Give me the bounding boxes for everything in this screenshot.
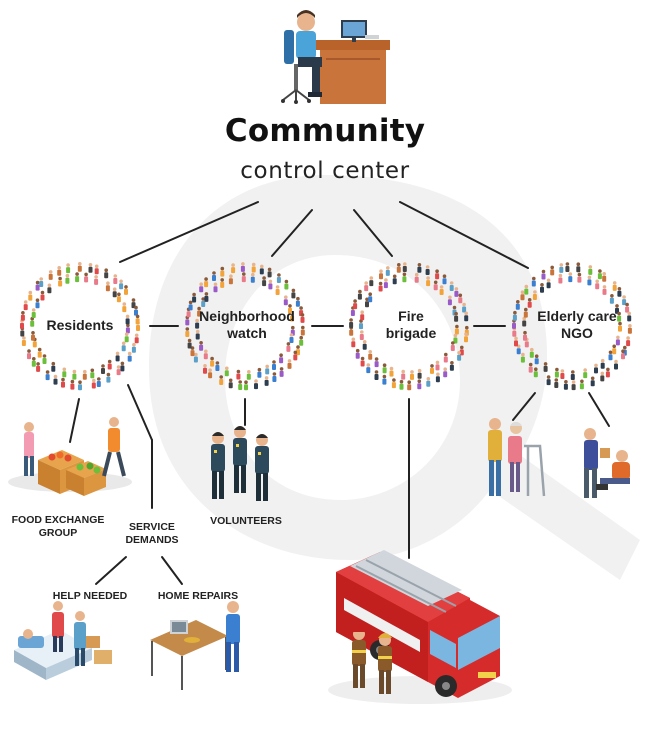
helper-icon [584, 428, 630, 498]
connector-service-help [95, 556, 127, 585]
diagram-subtitle: control center [240, 158, 410, 184]
node-elderly-care-ngo-label: Elderly care NGO [537, 308, 617, 341]
operator-at-desk-icon [281, 10, 390, 104]
node-residents-label: Residents [46, 317, 114, 333]
connector-center-elderly [399, 201, 529, 269]
connector-center-watch [271, 209, 313, 257]
caption-volunteers: VOLUNTEERS [210, 515, 282, 527]
caption-home-repairs: HOME REPAIRS [157, 590, 239, 602]
crowd-rings [20, 262, 632, 391]
firefighter-icon [352, 627, 366, 688]
volunteers-group-icon [211, 426, 269, 501]
fire-truck-icon [328, 550, 512, 704]
crowd-ring-icon [20, 262, 140, 391]
caption-help-needed: HELP NEEDED [52, 590, 128, 602]
firefighter-icon [378, 633, 392, 694]
connector-residents-food [69, 398, 80, 443]
caption-food-exchange: FOOD EXCHANGE GROUP [11, 514, 105, 539]
connector-center-fire [353, 209, 393, 257]
crowd-ring-icon [512, 262, 632, 391]
volunteer-icon [255, 434, 269, 501]
repair-worker-icon [150, 601, 240, 690]
caption-service-demands: SERVICE DEMANDS [125, 521, 179, 546]
node-fire-brigade-label: Fire brigade [385, 308, 437, 341]
connector-elderly-caregiver [512, 392, 536, 421]
connector-elderly-helper [588, 392, 610, 427]
food-crates-icon [8, 417, 132, 496]
help-bed-icon [14, 601, 112, 680]
crowd-ring-icon [349, 262, 469, 391]
crowd-ring-icon [185, 262, 305, 391]
connector-residents-service [127, 384, 153, 441]
volunteer-icon [211, 432, 225, 499]
connector-center-residents [119, 201, 259, 263]
connector-service-repairs [161, 556, 183, 585]
caregiver-icon [488, 418, 546, 497]
connectors [69, 201, 610, 585]
diagram-title: Community [224, 113, 426, 149]
node-neighborhood-watch-label: Neighborhood watch [199, 308, 295, 341]
volunteer-icon [233, 426, 247, 493]
